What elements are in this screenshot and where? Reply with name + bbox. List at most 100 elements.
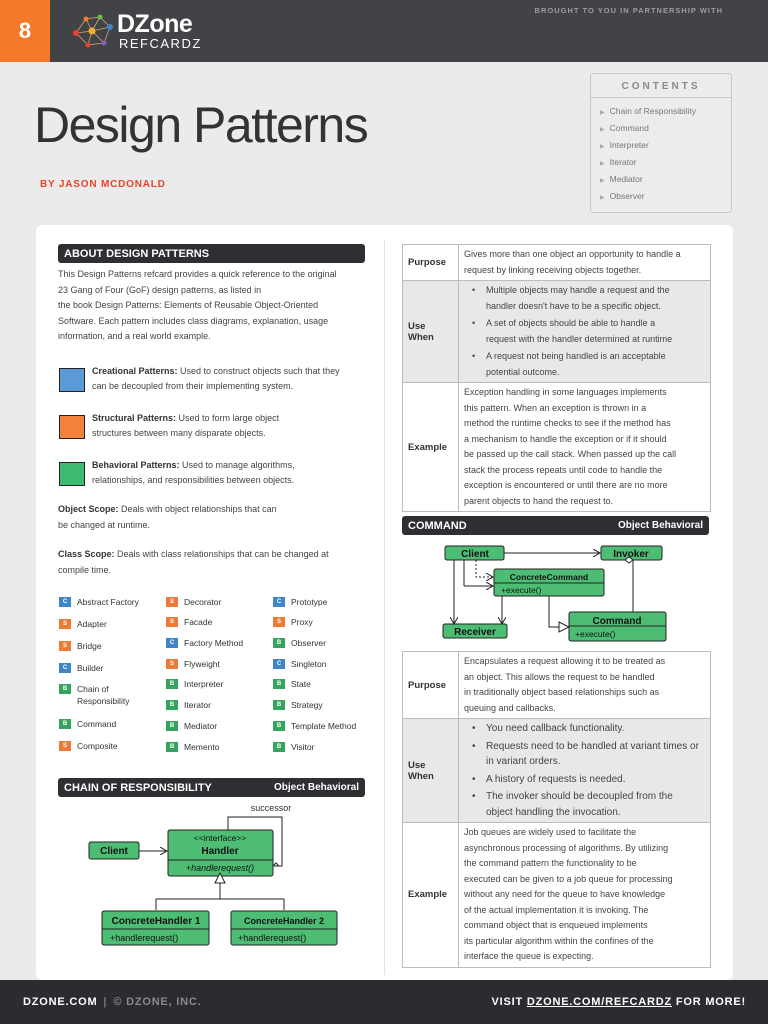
handler-stereotype: <<interface>> xyxy=(194,833,246,843)
pattern-badge: S xyxy=(273,617,285,627)
pattern-name: Facade xyxy=(184,617,213,627)
partner-text: BROUGHT TO YOU IN PARTNERSHIP WITH xyxy=(534,6,723,15)
pattern-name: Flyweight xyxy=(184,659,220,669)
contents-heading: CONTENTS xyxy=(591,74,731,98)
pattern-name: Visitor xyxy=(291,742,315,752)
footer-site-link[interactable]: DZONE.COM xyxy=(23,996,98,1008)
footer-left: DZONE.COM|© DZONE, INC. xyxy=(23,996,202,1008)
about-heading-text: ABOUT DESIGN PATTERNS xyxy=(64,247,210,260)
contents-item-label: Interpreter xyxy=(609,140,649,150)
pattern-name: Template Method xyxy=(291,721,357,731)
legend-desc: structures between many disparate object… xyxy=(92,428,266,438)
object-scope-desc: Deals with object relationships that can xyxy=(118,504,277,514)
use-when-item: You need callback functionality. xyxy=(464,721,705,737)
pattern-name: Command xyxy=(77,719,117,729)
example-line: Exception handling in some languages imp… xyxy=(464,387,667,397)
page-title: Design Patterns xyxy=(34,97,369,153)
example-line: asynchronous processing of algorithms. B… xyxy=(464,842,669,853)
use-when-line: Requests need to be handled at variant t… xyxy=(486,740,699,752)
pattern-badge: C xyxy=(273,659,285,669)
purpose-row: Purpose Gives more than one object an op… xyxy=(402,244,711,281)
contents-item[interactable]: ▶Iterator xyxy=(600,154,731,171)
purpose-line: Gives more than one object an opportunit… xyxy=(464,249,681,259)
inheritance-lines xyxy=(155,898,285,910)
concrete-handler-1-method: +handlerequest() xyxy=(110,933,178,943)
example-line: method the runtime checks to see if the … xyxy=(464,418,671,428)
creational-color-swatch xyxy=(59,368,85,392)
chain-heading-text: CHAIN OF RESPONSIBILITY xyxy=(64,781,212,794)
use-when-line: potential outcome. xyxy=(486,366,560,377)
pattern-badge: B xyxy=(273,742,285,752)
pattern-badge: B xyxy=(166,700,178,710)
use-when-line: A history of requests is needed. xyxy=(486,773,626,785)
contents-item-label: Command xyxy=(609,123,649,133)
footer-copyright: © DZONE, INC. xyxy=(113,996,202,1008)
example-label: Example xyxy=(402,822,459,968)
contents-item[interactable]: ▶Chain of Responsibility xyxy=(600,103,731,120)
example-line: without any need for the queue to have k… xyxy=(464,889,666,899)
example-cell: Exception handling in some languages imp… xyxy=(458,382,711,512)
example-line: interface the queue is expecting. xyxy=(464,951,594,961)
pattern-item[interactable]: B Visitor xyxy=(273,741,314,753)
legend-desc: relationships, and responsibilities betw… xyxy=(92,475,295,485)
footer-refcardz-link[interactable]: DZONE.COM/REFCARDZ xyxy=(526,996,672,1008)
contents-item[interactable]: ▶Observer xyxy=(600,188,731,205)
triangle-right-icon: ▶ xyxy=(600,144,605,150)
contents-item[interactable]: ▶Command xyxy=(600,120,731,137)
legend-term: Creational Patterns: xyxy=(92,366,178,376)
pattern-name: Proxy xyxy=(291,617,313,627)
successor-arrow-icon xyxy=(272,862,280,867)
receiver-label: Receiver xyxy=(454,627,496,638)
pattern-name: Factory Method xyxy=(184,638,244,648)
chain-uml-diagram: successor Client <<interface>> Handler +… xyxy=(88,803,338,946)
page-number: 8 xyxy=(0,0,50,62)
purpose-cell: Gives more than one object an opportunit… xyxy=(458,244,711,281)
contents-item[interactable]: ▶Mediator xyxy=(600,171,731,188)
author-name[interactable]: JASON MCDONALD xyxy=(58,179,166,190)
footer-visit-prefix: VISIT xyxy=(491,996,527,1008)
use-label-line: Use xyxy=(408,320,426,332)
footer-right: VISIT DZONE.COM/REFCARDZ FOR MORE! xyxy=(491,996,746,1008)
purpose-row: Purpose Encapsulates a request allowing … xyxy=(402,651,711,719)
example-cell: Job queues are widely used to facilitate… xyxy=(458,822,711,968)
pattern-item[interactable]: S Proxy xyxy=(273,616,313,628)
pattern-name: Mediator xyxy=(184,721,218,731)
purpose-line: queuing and callbacks. xyxy=(464,702,556,713)
dzone-logo-icon[interactable] xyxy=(70,11,116,51)
footer-visit-suffix: FOR MORE! xyxy=(672,996,746,1008)
legend-desc: Used to form large object xyxy=(176,413,280,423)
dependency-link xyxy=(475,560,493,577)
receiver-box xyxy=(442,623,508,639)
pattern-badge: C xyxy=(273,597,285,607)
purpose-label: Purpose xyxy=(402,244,459,281)
use-when-item: Multiple objects may handle a request an… xyxy=(464,283,705,314)
use-when-line: A set of objects should be able to handl… xyxy=(486,318,656,328)
contents-item[interactable]: ▶ Interpreter xyxy=(600,137,731,154)
pattern-name: State xyxy=(291,679,311,689)
implements-arrow-icon xyxy=(548,596,568,627)
example-line: Job queues are widely used to facilitate… xyxy=(464,827,637,837)
pattern-badge: S xyxy=(59,619,71,629)
